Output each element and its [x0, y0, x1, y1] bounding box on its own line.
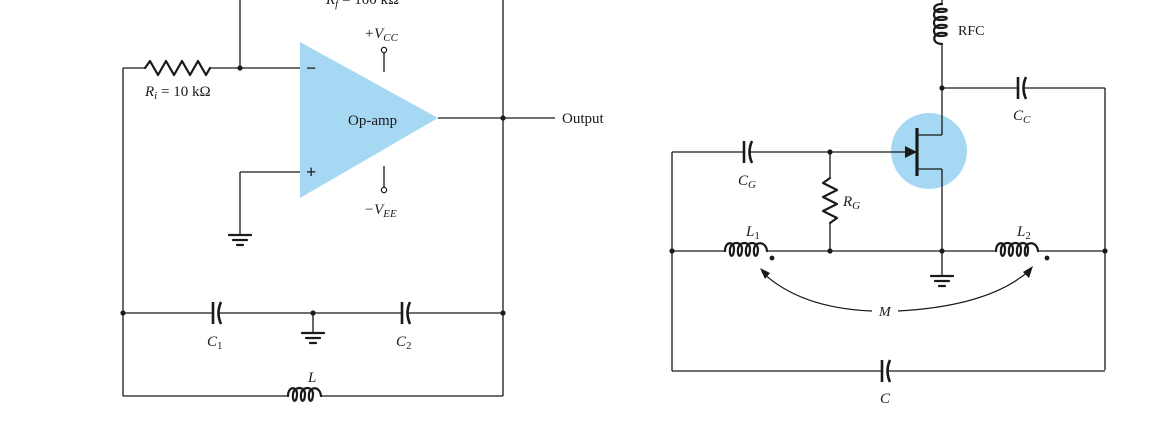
ri-label: Ri = 10 kΩ: [144, 84, 211, 102]
opamp-label: Op-amp: [348, 113, 397, 129]
ground-symbol-jfet: [929, 274, 955, 288]
minus-input-label: −: [306, 58, 316, 78]
opamp-oscillator-circuit: Rf = 100 kΩ Ri = 10 kΩ +VCC −VEE Op-amp …: [120, 0, 605, 402]
l2-label: L2: [1016, 224, 1031, 242]
vcc-label: +VCC: [364, 26, 399, 44]
inductor-l: [286, 386, 323, 402]
capacitor-cg: [742, 140, 754, 164]
m-label: M: [878, 305, 892, 320]
plus-input-label: +: [306, 162, 316, 182]
opamp-triangle: [300, 42, 438, 198]
c-label: C: [880, 391, 891, 407]
rfc-label: RFC: [958, 24, 984, 39]
jfet-hartley-oscillator-circuit: RFC CC CG RG L1 L2 M C: [669, 0, 1108, 407]
resistor-rg: [821, 176, 839, 225]
jfet-highlight: [891, 113, 967, 189]
output-label: Output: [562, 111, 605, 127]
svg-text:Rf = 100 kΩ: Rf = 100 kΩ: [325, 0, 399, 10]
ground-symbol-opamp: [227, 233, 253, 247]
capacitor-c: [880, 359, 892, 383]
rg-label: RG: [842, 194, 860, 212]
c2-label: C2: [396, 334, 412, 352]
capacitor-cc: [1016, 76, 1028, 100]
resistor-ri: [143, 59, 212, 77]
l-label: L: [307, 370, 316, 386]
inductor-l2: [994, 241, 1040, 257]
jfet-transistor: [905, 125, 943, 275]
cg-label: CG: [738, 173, 756, 191]
vee-label: −VEE: [364, 202, 397, 220]
l1-label: L1: [745, 224, 760, 242]
capacitor-c1: [211, 301, 223, 325]
capacitor-c2: [400, 301, 412, 325]
cc-label: CC: [1013, 108, 1031, 126]
ground-symbol-caps: [300, 331, 326, 345]
c1-label: C1: [207, 334, 223, 352]
inductor-rfc: [932, 2, 948, 46]
inductor-l1: [723, 241, 769, 257]
mutual-inductance-arrow: [761, 271, 873, 312]
